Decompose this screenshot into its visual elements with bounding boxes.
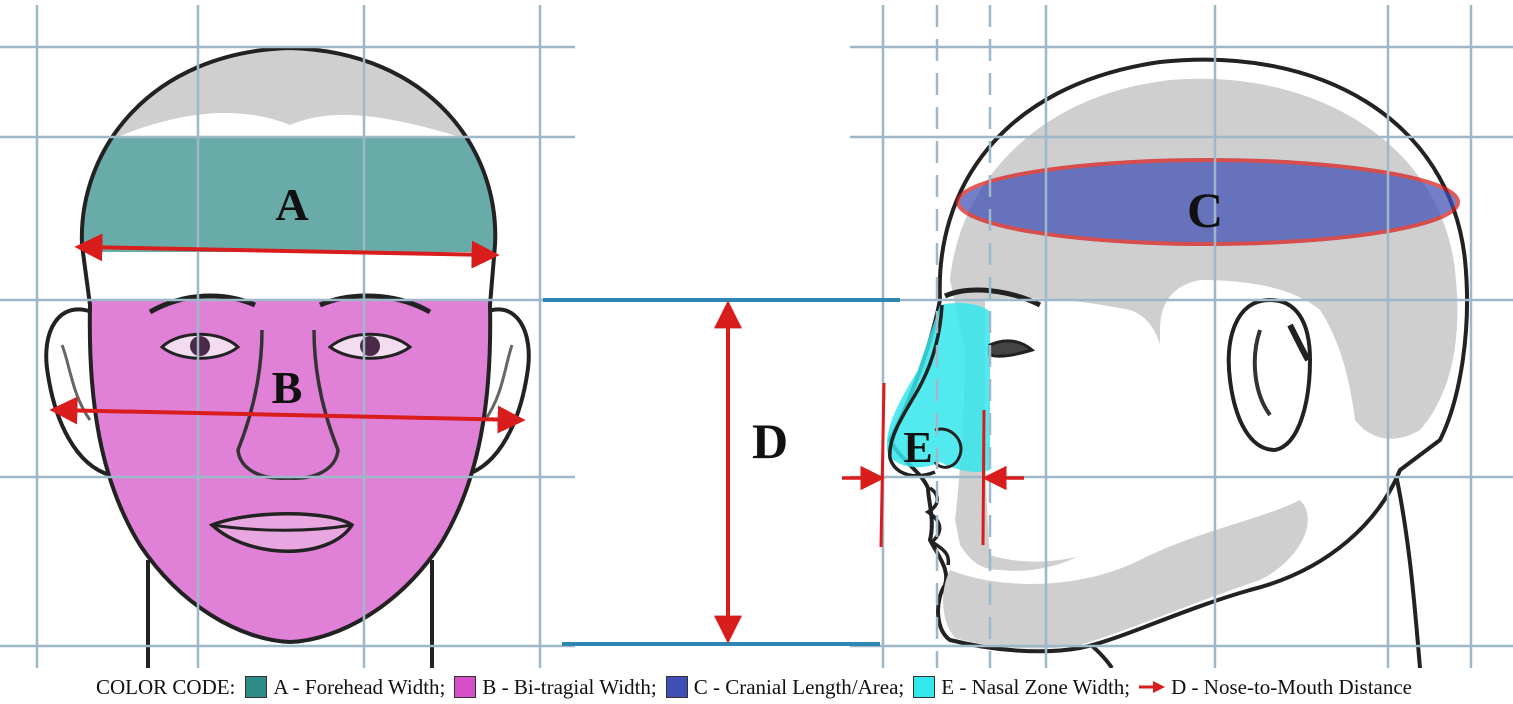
label-c: C — [1187, 182, 1223, 238]
nasal-swatch — [913, 676, 936, 698]
red-arrow-icon — [1139, 681, 1166, 693]
face-measurement-diagram: A B C D E — [0, 5, 1513, 668]
color-code-legend: COLOR CODE: A - Forehead Width; B - Bi-t… — [0, 670, 1513, 704]
label-e: E — [903, 423, 932, 472]
profile-view — [886, 57, 1469, 668]
legend-text-forehead: A - Forehead Width; — [273, 674, 446, 699]
legend-text-nasal: E - Nasal Zone Width; — [941, 674, 1131, 699]
legend-item-forehead: A - Forehead Width; — [241, 675, 445, 700]
arrow-b-bitragial-width — [49, 396, 526, 434]
front-view — [44, 45, 531, 668]
label-b: B — [272, 362, 303, 413]
nasal-region-e — [886, 302, 990, 473]
front-neck — [146, 560, 434, 668]
e-left-limit-line — [879, 382, 886, 548]
cranial-swatch — [665, 676, 688, 698]
bitragial-region-b — [81, 300, 496, 642]
arrow-a-forehead-width — [74, 233, 500, 269]
cranial-region-c — [956, 158, 1460, 246]
label-a: A — [275, 179, 308, 230]
legend-item-bitragial: B - Bi-tragial Width; — [450, 674, 657, 700]
profile-ear — [1226, 297, 1313, 453]
legend-item-distance: D - Nose-to-Mouth Distance — [1135, 675, 1412, 700]
left-eyebrow — [148, 293, 256, 315]
profile-eye — [988, 339, 1036, 358]
forehead-region-a — [81, 137, 496, 252]
forehead-swatch — [245, 676, 268, 698]
legend-item-nasal: E - Nasal Zone Width; — [909, 675, 1130, 700]
grid-lines — [0, 5, 1513, 668]
profile-nose-outline — [888, 304, 944, 478]
front-face-outline — [79, 45, 498, 645]
bitragial-swatch — [454, 676, 477, 698]
label-d: D — [752, 413, 788, 469]
e-right-limit-line — [981, 409, 986, 546]
legend-prefix: COLOR CODE: — [95, 674, 236, 699]
legend-text-cranial: C - Cranial Length/Area; — [693, 674, 905, 699]
legend-text-distance: D - Nose-to-Mouth Distance — [1171, 674, 1413, 699]
right-eyebrow — [319, 293, 432, 315]
legend-text-bitragial: B - Bi-tragial Width; — [482, 674, 657, 699]
legend-item-cranial: C - Cranial Length/Area; — [662, 674, 905, 700]
